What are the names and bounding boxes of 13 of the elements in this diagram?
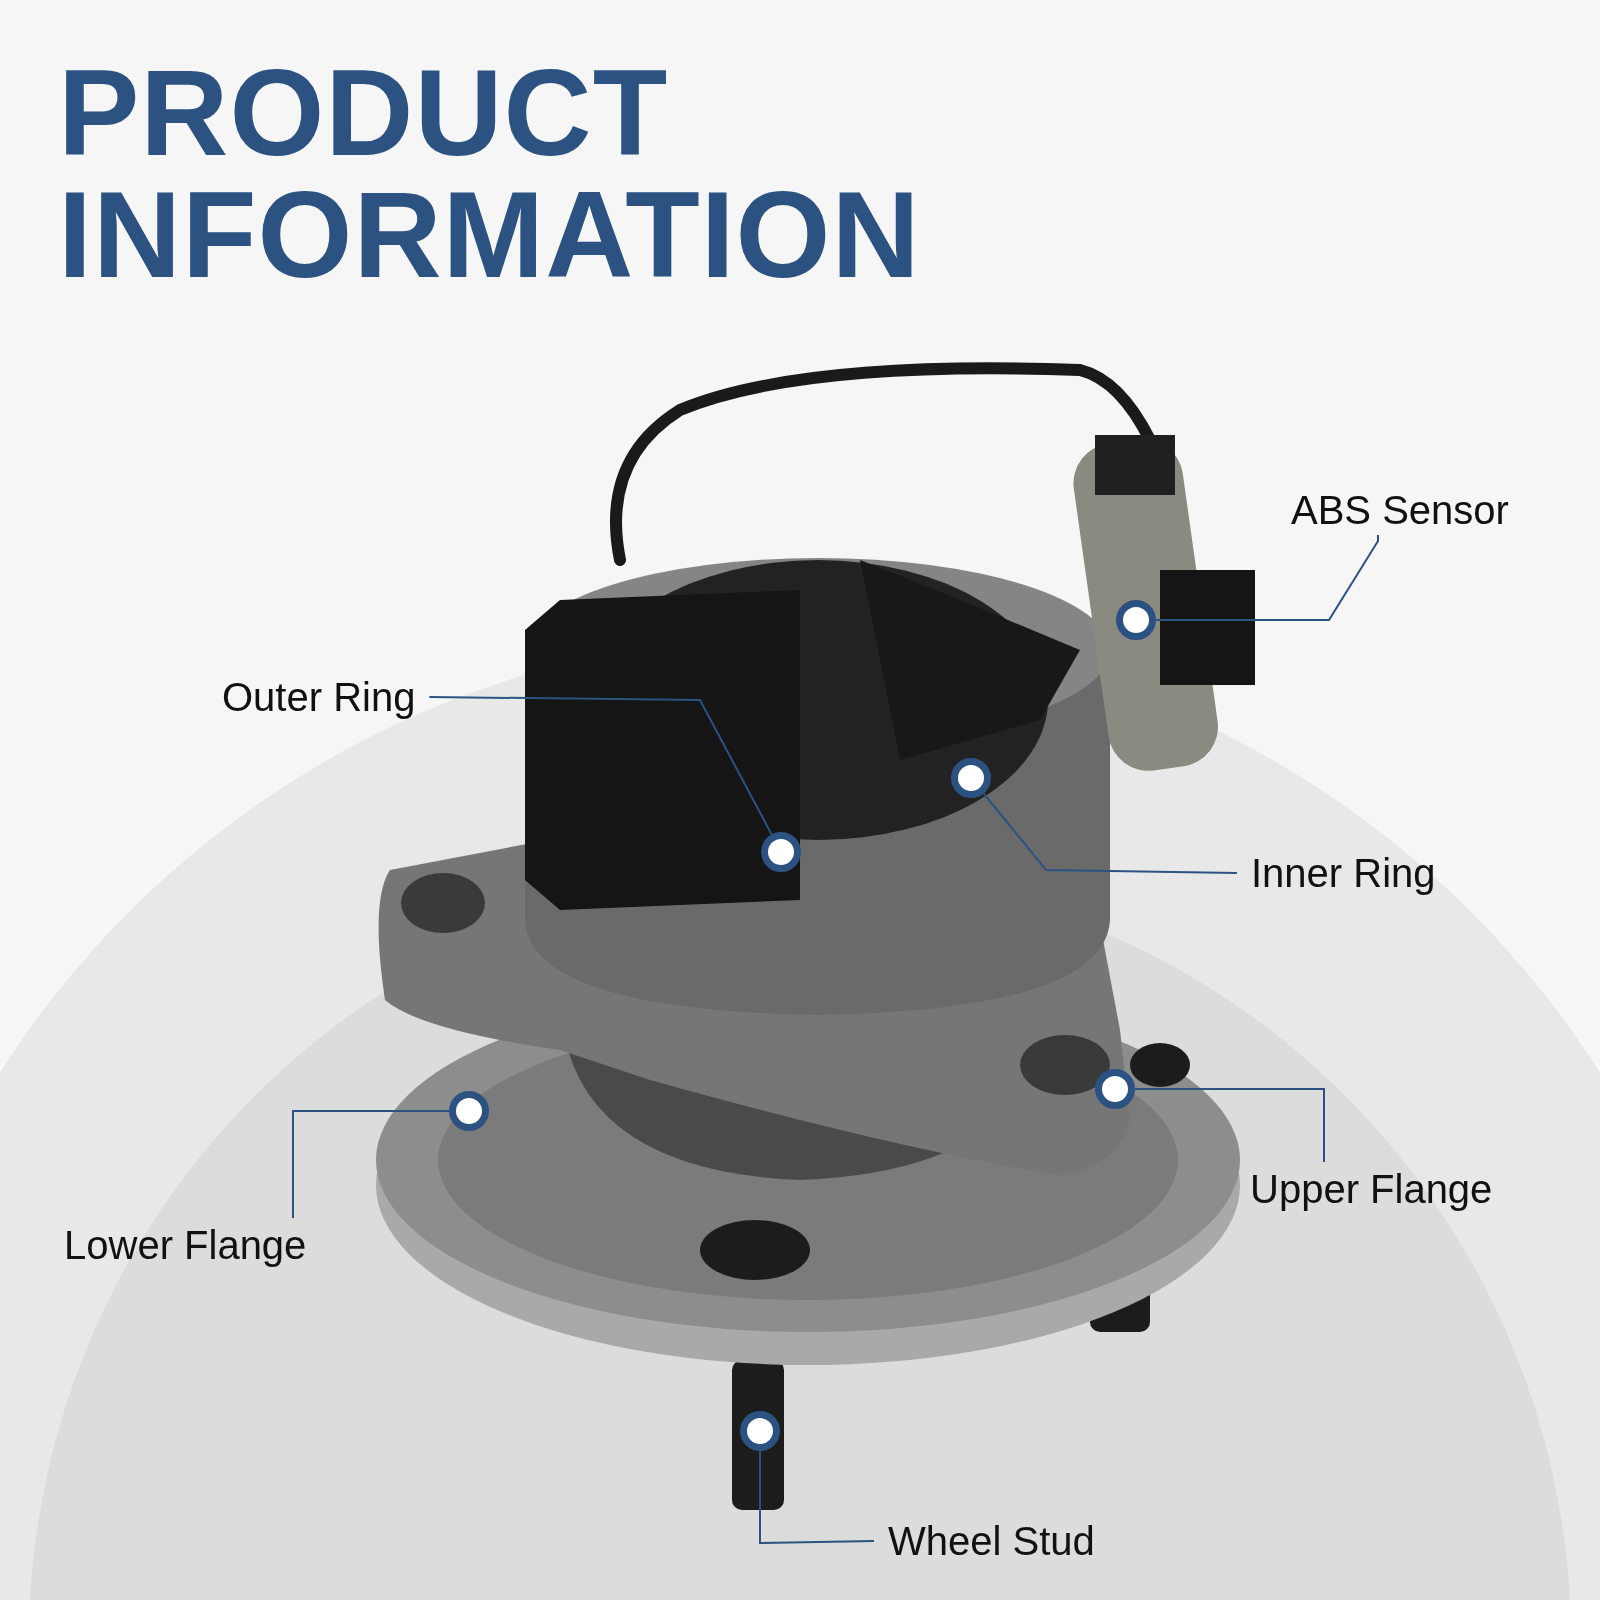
leader-line (428, 696, 773, 836)
leader-line (759, 1450, 875, 1544)
callout-label: ABS Sensor (1291, 487, 1509, 533)
callout-label: Outer Ring (222, 674, 416, 720)
callout-label: Wheel Stud (888, 1518, 1095, 1564)
callout-label: Upper Flange (1250, 1166, 1493, 1212)
callout-label: Lower Flange (64, 1222, 307, 1268)
leader-line (292, 1110, 450, 1219)
leader-line (1134, 1088, 1325, 1163)
callout-label: Inner Ring (1251, 850, 1436, 896)
leader-line (1155, 534, 1379, 621)
leader-line (982, 792, 1238, 874)
page-title: PRODUCT INFORMATION (58, 52, 922, 296)
